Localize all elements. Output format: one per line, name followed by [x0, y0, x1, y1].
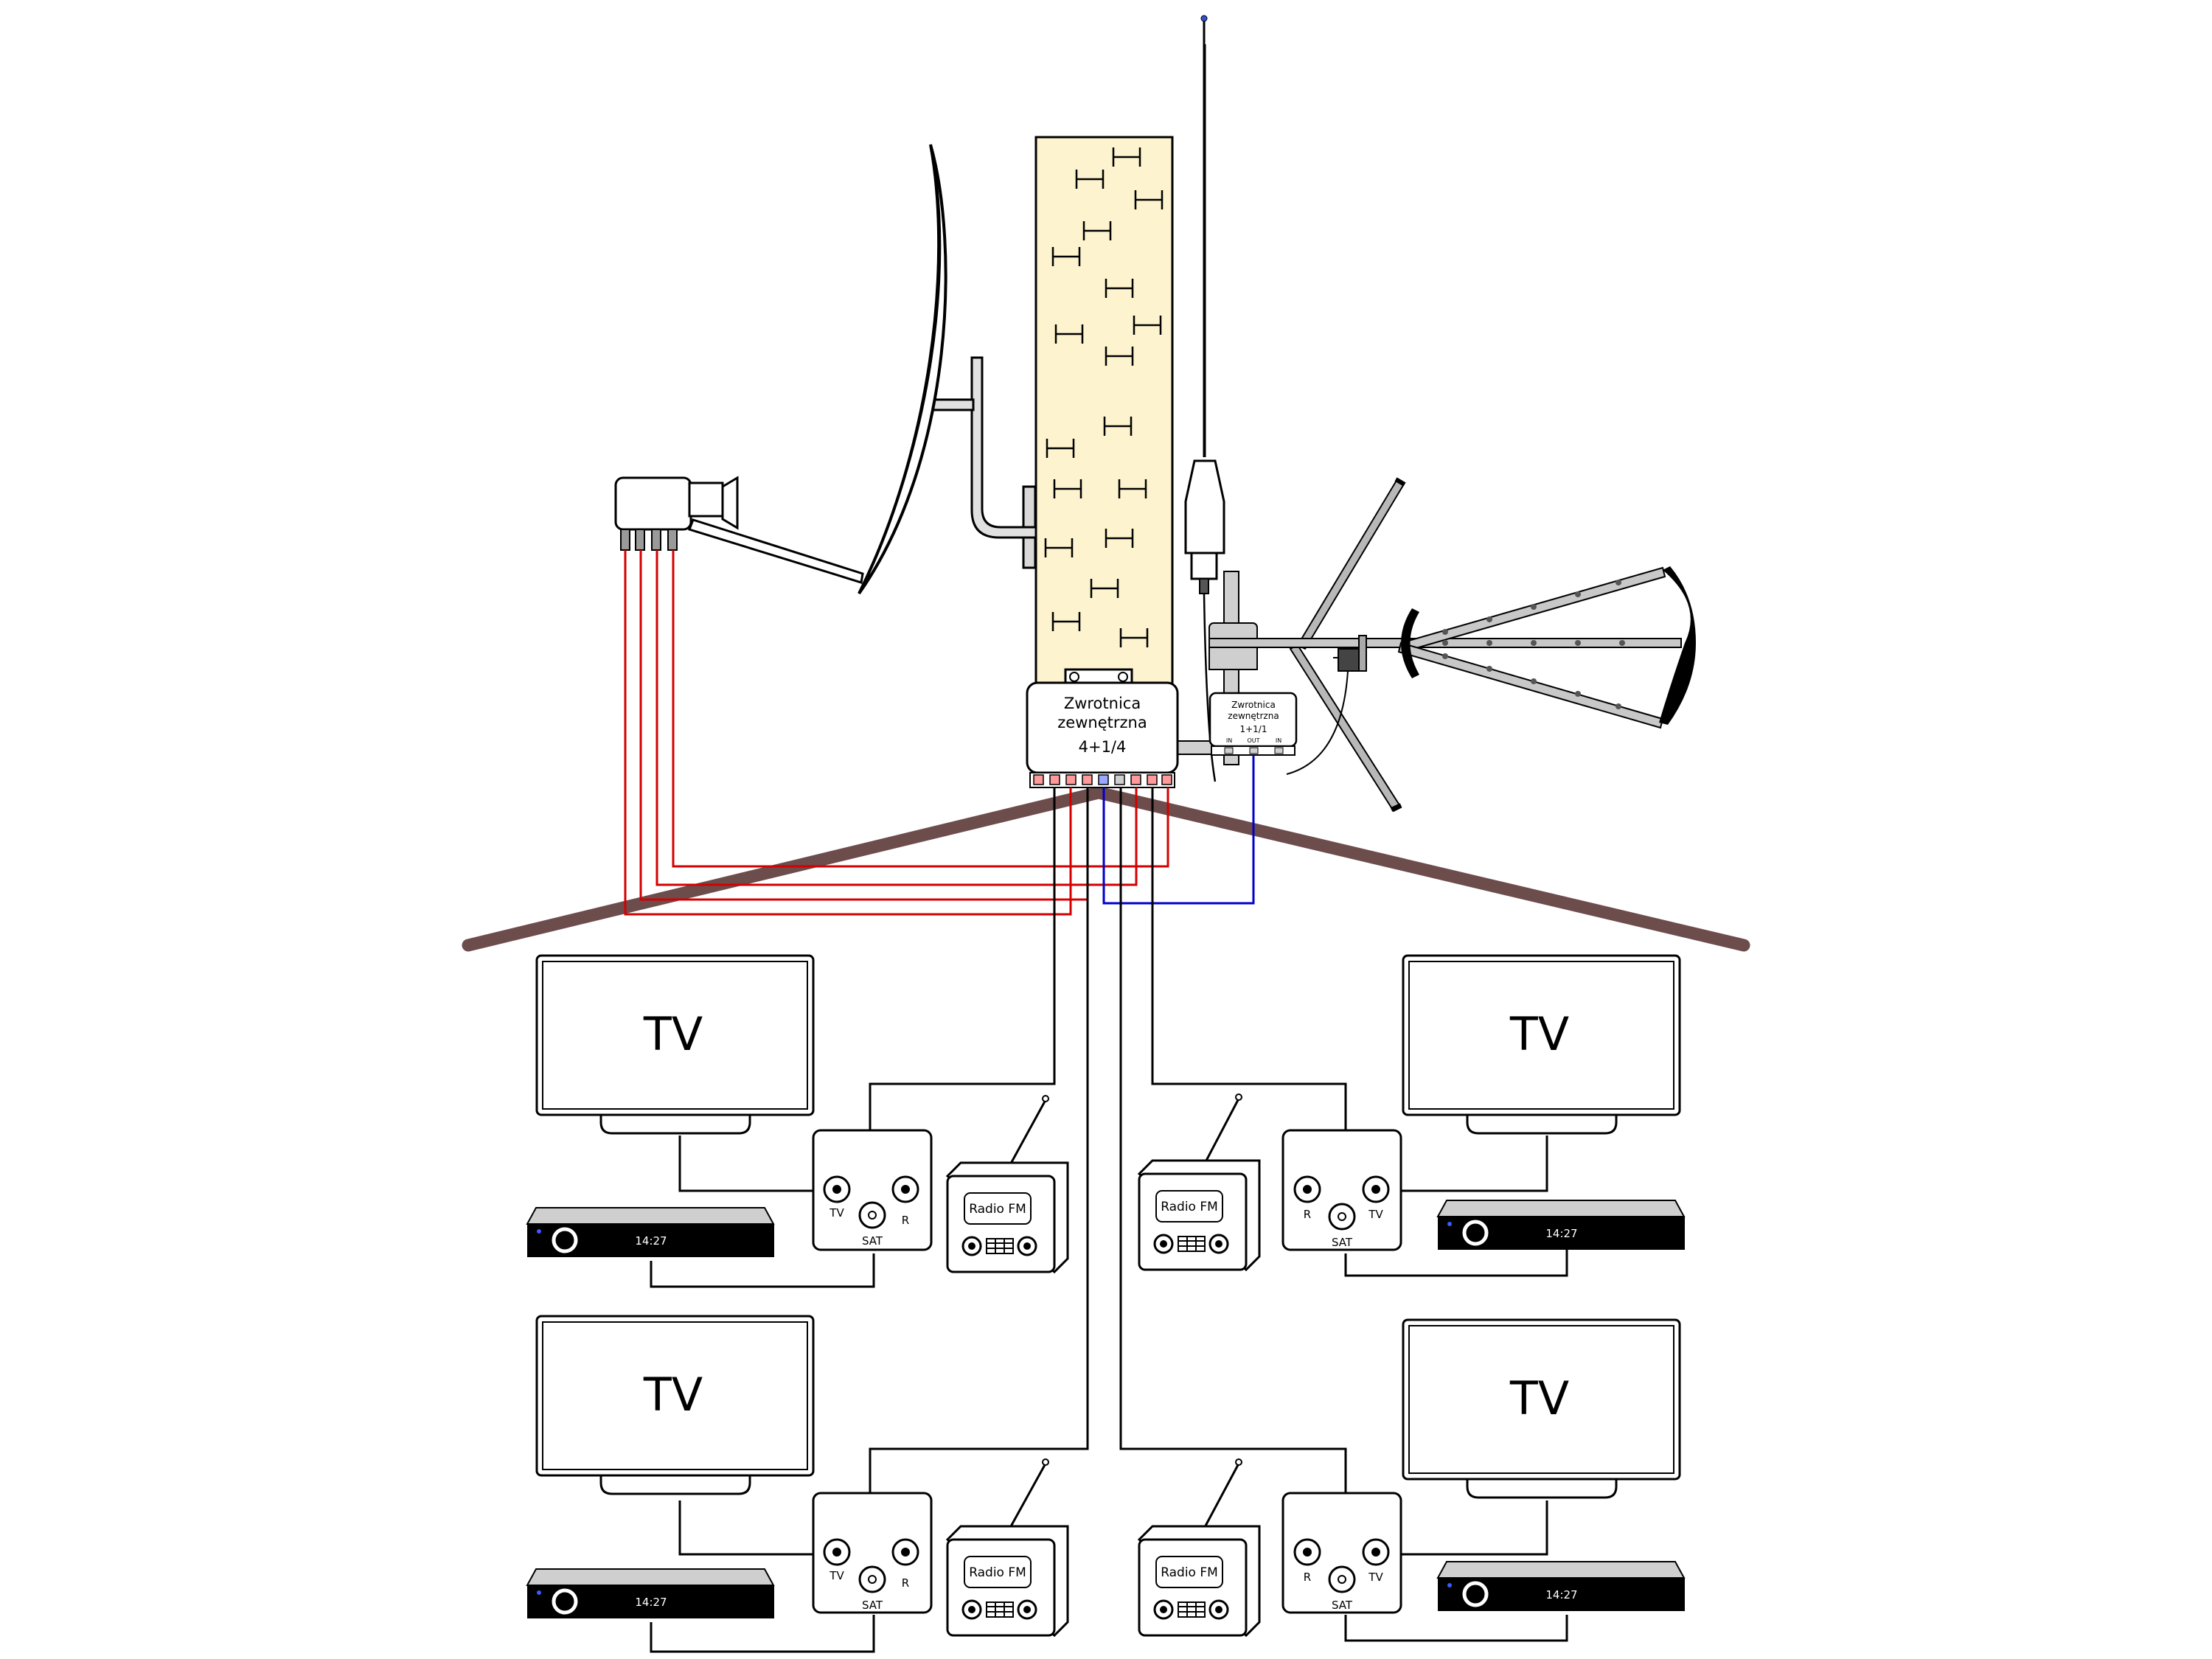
- radio-label: Radio FM: [1161, 1565, 1218, 1580]
- receiver-time: 14:27: [1545, 1588, 1577, 1601]
- receiver-time: 14:27: [635, 1596, 667, 1609]
- switch-small-line3: 1+1/1: [1239, 724, 1267, 734]
- tv-label: TV: [643, 1368, 703, 1422]
- tv-set-bottom-left: TV: [535, 1315, 815, 1495]
- receiver-time: 14:27: [1545, 1227, 1577, 1240]
- switch-small-port-in-left: IN: [1226, 737, 1232, 744]
- receiver-time: 14:27: [635, 1234, 667, 1248]
- combiner-1plus1: Zwrotnica zewnętrzna 1+1/1 IN OUT IN: [1208, 692, 1298, 756]
- tv-set-top-left: TV: [535, 954, 815, 1135]
- socket-label-tv: TV: [829, 1206, 844, 1220]
- satellite-dish: [614, 144, 1037, 595]
- switch-main-line3: 4+1/4: [1079, 738, 1127, 756]
- multiswitch-4plus1: Zwrotnica zewnętrzna 4+1/4: [1026, 681, 1179, 788]
- socket-label-r: R: [902, 1214, 909, 1227]
- socket-label-tv: TV: [1368, 1208, 1383, 1221]
- wall-socket-top-left: TV R SAT: [812, 1129, 933, 1251]
- socket-label-r: R: [1304, 1571, 1311, 1584]
- tv-set-top-right: TV: [1402, 954, 1681, 1135]
- tv-label: TV: [643, 1007, 703, 1061]
- socket-label-r: R: [902, 1576, 909, 1590]
- wall-socket-bottom-right: R TV SAT: [1281, 1492, 1402, 1614]
- socket-label-tv: TV: [1368, 1571, 1383, 1584]
- socket-label-sat: SAT: [862, 1234, 883, 1248]
- sat-receiver-bottom-left: 14:27: [526, 1568, 775, 1618]
- socket-label-sat: SAT: [1332, 1599, 1353, 1612]
- sat-receiver-bottom-right: 14:27: [1436, 1561, 1686, 1611]
- tv-set-bottom-right: TV: [1402, 1318, 1681, 1499]
- fm-radio-bottom-left: Radio FM: [945, 1458, 1069, 1638]
- switch-small-line2: zewnętrzna: [1228, 711, 1279, 721]
- wall-socket-top-right: R TV SAT: [1281, 1129, 1402, 1251]
- switch-main-line2: zewnętrzna: [1057, 714, 1147, 731]
- radio-label: Radio FM: [1161, 1200, 1218, 1214]
- sat-receiver-top-right: 14:27: [1436, 1200, 1686, 1250]
- dvbt-antenna: [1208, 477, 1696, 813]
- chimney: [1034, 136, 1174, 688]
- fm-radio-top-right: Radio FM: [1137, 1093, 1261, 1272]
- switch-small-line1: Zwrotnica: [1231, 700, 1276, 710]
- socket-label-sat: SAT: [1332, 1236, 1353, 1249]
- switch-small-port-out: OUT: [1247, 737, 1259, 744]
- radio-label: Radio FM: [969, 1202, 1026, 1217]
- fm-radio-bottom-right: Radio FM: [1137, 1458, 1261, 1638]
- tv-label: TV: [1509, 1007, 1569, 1061]
- switch-small-port-in-right: IN: [1276, 737, 1281, 744]
- radio-label: Radio FM: [969, 1565, 1026, 1580]
- roof-line: [462, 786, 1750, 952]
- outlet-cables: [650, 787, 1568, 1653]
- socket-label-r: R: [1304, 1208, 1311, 1221]
- wall-socket-bottom-left: TV R SAT: [812, 1492, 933, 1614]
- sat-receiver-top-left: 14:27: [526, 1207, 775, 1257]
- tv-label: TV: [1509, 1371, 1569, 1425]
- socket-label-sat: SAT: [862, 1599, 883, 1612]
- socket-label-tv: TV: [829, 1569, 844, 1582]
- terrestrial-cable: [1102, 755, 1255, 905]
- fm-radio-top-left: Radio FM: [945, 1095, 1069, 1274]
- switch-main-line1: Zwrotnica: [1064, 695, 1141, 712]
